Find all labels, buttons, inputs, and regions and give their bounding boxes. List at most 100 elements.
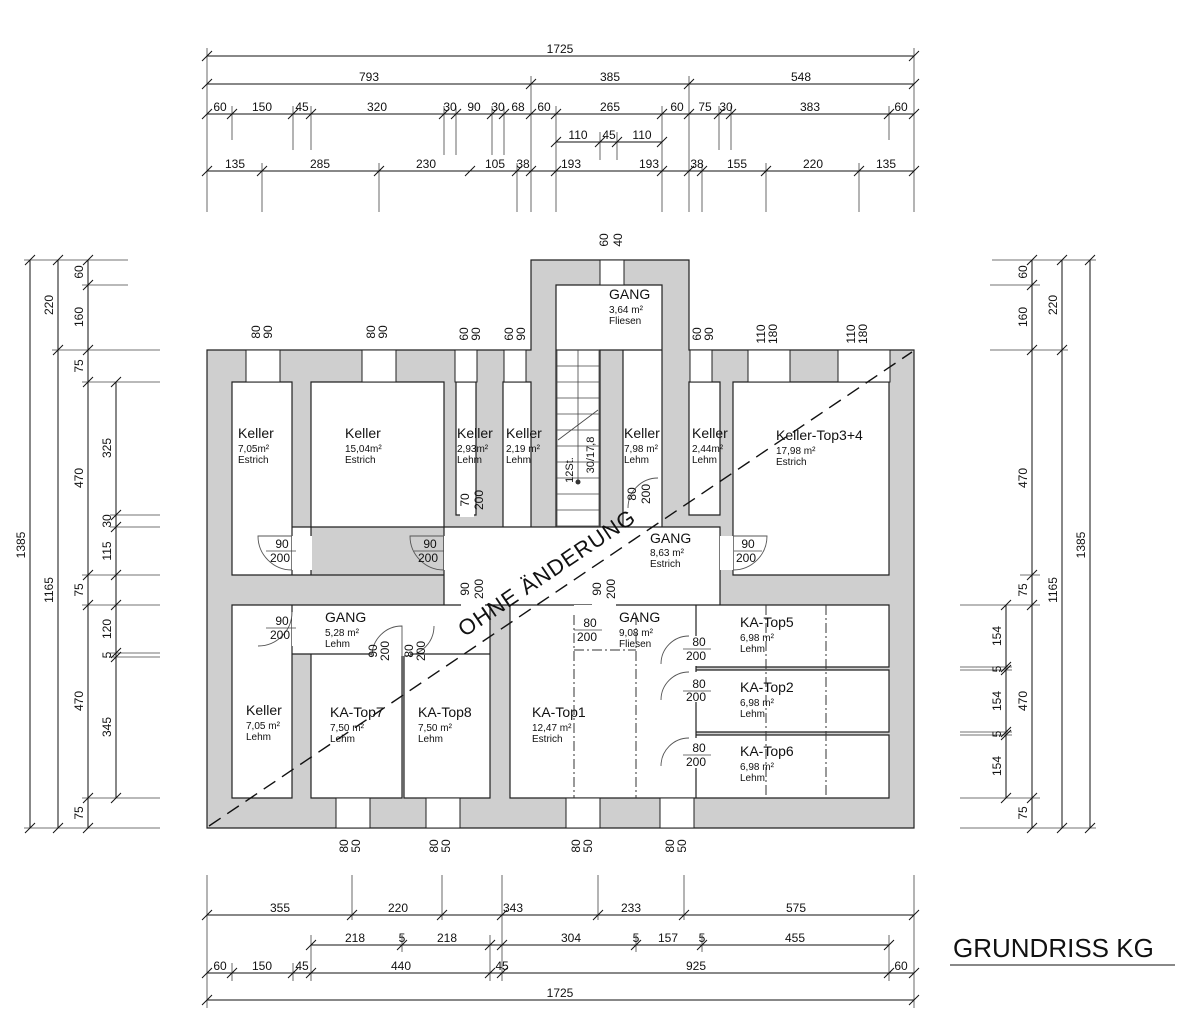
room-floor: Lehm xyxy=(325,639,350,650)
room-name: KA-Top2 xyxy=(740,679,794,695)
dim-bottom-r3-6: 60 xyxy=(894,959,908,973)
dim-left-mid-1: 160 xyxy=(72,307,86,327)
room-gang-center: GANG 8,63 m² Estrich xyxy=(650,530,691,570)
room-area: 2,19 m² xyxy=(506,444,541,455)
dim-top-r3-9: 220 xyxy=(803,157,823,171)
dim-bottom-r3-0: 60 xyxy=(213,959,227,973)
door-label: 200 xyxy=(686,649,706,663)
room-keller-7: Keller 7,05 m² Lehm xyxy=(246,702,282,743)
room-area: 7,05m² xyxy=(238,444,270,455)
dim-top-overall: 1725 xyxy=(547,42,574,56)
dim-bottom-r2-6: 5 xyxy=(699,931,706,945)
room-name: KA-Top6 xyxy=(740,743,794,759)
room-name: GANG xyxy=(619,609,660,625)
room-name: Keller xyxy=(238,425,274,441)
room-name: KA-Top8 xyxy=(418,704,472,720)
room-ka-top5: KA-Top5 6,98 m² Lehm xyxy=(740,614,794,655)
dim-bottom-r2-4: 5 xyxy=(633,931,640,945)
left-dimension-chains: 1385 220 1165 60 160 75 470 75 470 75 32… xyxy=(14,254,160,834)
room-name: GANG xyxy=(650,530,691,546)
outer-wall-mass xyxy=(206,259,915,829)
window-label: 50 xyxy=(439,839,453,853)
dim-right-mid-0: 60 xyxy=(1016,265,1030,279)
room-floor: Estrich xyxy=(532,734,563,745)
door-label: 200 xyxy=(686,755,706,769)
room-floor: Estrich xyxy=(650,559,681,570)
door-label: 80 xyxy=(402,644,416,658)
dim-left-mid-3: 470 xyxy=(72,468,86,488)
dim-top-r3-3: 105 xyxy=(485,157,505,171)
dim-top-r2-1: 150 xyxy=(252,100,272,114)
dim-top-r3-4: 38 xyxy=(516,157,530,171)
dim-right-inner-2: 154 xyxy=(990,691,1004,711)
room-area: 2,44m² xyxy=(692,444,724,455)
dim-left-inner-1: 30 xyxy=(100,514,114,528)
axis-lines xyxy=(573,605,827,798)
dim-top-r2-11: 75 xyxy=(698,100,712,114)
room-floor: Lehm xyxy=(740,773,765,784)
window-label: 60 xyxy=(502,327,516,341)
window-label: 60 xyxy=(690,327,704,341)
window-label: 90 xyxy=(514,327,528,341)
door-label: 200 xyxy=(639,484,653,504)
door-label: 90 xyxy=(275,614,289,628)
dim-left-outer-0: 220 xyxy=(42,295,56,315)
window-label: 50 xyxy=(675,839,689,853)
door-label: 200 xyxy=(604,579,618,599)
room-name: Keller xyxy=(506,425,542,441)
room-floor: Lehm xyxy=(246,732,271,743)
room-area: 8,63 m² xyxy=(650,548,685,559)
room-gang-stair: GANG 3,64 m² Fliesen xyxy=(609,286,650,327)
room-ka-top1: KA-Top1 12,47 m² Estrich xyxy=(532,704,586,745)
window-label: 50 xyxy=(581,839,595,853)
room-gang-left: GANG 5,28 m² Lehm xyxy=(325,609,366,650)
stair-top-width: 60 xyxy=(597,233,611,247)
dim-bottom-r3-4: 45 xyxy=(495,959,509,973)
room-name: Keller xyxy=(457,425,493,441)
dim-bottom-r2-0: 218 xyxy=(345,931,365,945)
dim-right-mid-3: 75 xyxy=(1016,583,1030,597)
door-label: 200 xyxy=(270,628,290,642)
door-label: 90 xyxy=(275,537,289,551)
room-area: 3,64 m² xyxy=(609,305,644,316)
door-label: 200 xyxy=(378,641,392,661)
dim-top-r1-2: 548 xyxy=(791,70,811,84)
window-label: 50 xyxy=(349,839,363,853)
dim-top-r2-12: 30 xyxy=(719,100,733,114)
room-area: 7,05 m² xyxy=(246,721,281,732)
room-floor: Estrich xyxy=(345,455,376,466)
door-label: 80 xyxy=(692,741,706,755)
room-name: Keller xyxy=(692,425,728,441)
dim-left-inner-5: 345 xyxy=(100,717,114,737)
dim-stair-2: 110 xyxy=(632,128,651,142)
dim-top-r3-7: 38 xyxy=(690,157,704,171)
door-label: 90 xyxy=(590,582,604,596)
dim-bottom-r2-5: 157 xyxy=(658,931,678,945)
dim-bottom-r1-1: 220 xyxy=(388,901,408,915)
no-change-divider xyxy=(208,351,913,827)
dim-top-r2-7: 68 xyxy=(511,100,525,114)
top-dimension-chains: 1725 793 385 548 60 150 45 320 30 90 30 … xyxy=(201,42,920,212)
opening-labels: 60 40 80 90 80 90 60 90 60 90 60 90 110 … xyxy=(249,233,870,853)
door-label: 80 xyxy=(583,616,597,630)
window-label: 110 xyxy=(844,324,858,343)
door-label: 200 xyxy=(414,641,428,661)
room-name: GANG xyxy=(325,609,366,625)
door-label: 80 xyxy=(692,635,706,649)
dim-bottom-r3-5: 925 xyxy=(686,959,706,973)
dim-top-r1-0: 793 xyxy=(359,70,379,84)
window-label: 90 xyxy=(376,325,390,339)
dim-bottom-overall: 1725 xyxy=(547,986,574,1000)
door-label: 70 xyxy=(458,493,472,507)
dim-left-mid-2: 75 xyxy=(72,359,86,373)
dim-bottom-r1-4: 575 xyxy=(786,901,806,915)
stair-top-height: 40 xyxy=(611,233,625,247)
dim-top-r1-1: 385 xyxy=(600,70,620,84)
dim-right-mid-5: 75 xyxy=(1016,806,1030,820)
dim-top-r3-1: 285 xyxy=(310,157,330,171)
dim-top-r3-2: 230 xyxy=(416,157,436,171)
dim-right-inner-4: 154 xyxy=(990,756,1004,776)
dim-right-inner-1: 5 xyxy=(990,665,1004,672)
dim-right-inner-0: 154 xyxy=(990,626,1004,646)
